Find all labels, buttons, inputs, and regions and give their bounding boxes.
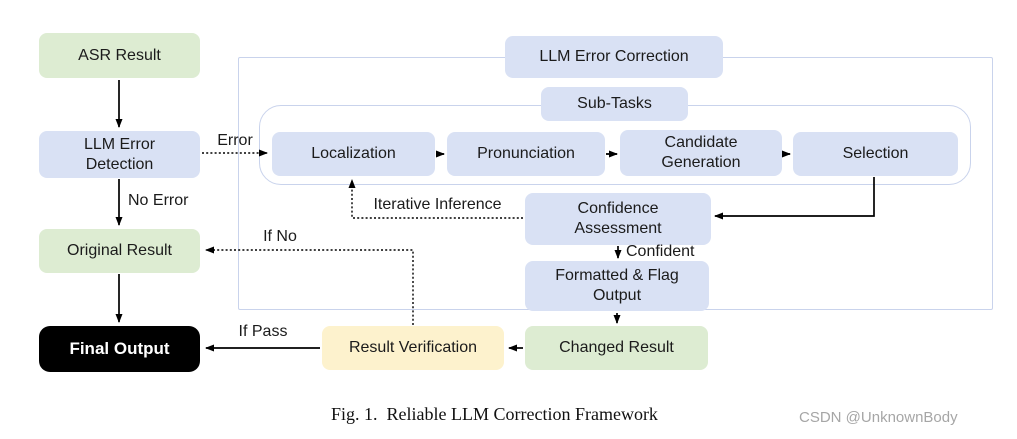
node-changed-result: Changed Result [525,326,708,370]
node-label: Changed Result [559,339,674,357]
node-confidence-assessment: Confidence Assessment [525,193,711,245]
edge-label-if-no: If No [263,228,297,245]
node-label: Selection [842,145,909,163]
node-final-output: Final Output [39,326,200,372]
node-label: Result Verification [348,339,478,357]
node-label: ASR Result [78,46,161,64]
node-label: Confidence Assessment [574,200,662,237]
node-asr-result: ASR Result [39,33,200,78]
figure-caption: Fig. 1. Reliable LLM Correction Framewor… [331,404,658,424]
node-label: Formatted & Flag Output [555,267,679,304]
node-original-result: Original Result [39,229,200,273]
node-label: LLM Error Correction [539,48,689,66]
node-label: Final Output [69,338,170,358]
edge-label-iterative-inference: Iterative Inference [373,196,502,213]
edge-label-no-error: No Error [128,192,189,209]
node-label: Localization [311,145,396,163]
edge-label-error: Error [217,132,253,149]
node-selection: Selection [793,132,958,176]
node-label: LLM Error Detection [83,135,156,173]
edge-label-if-pass: If Pass [238,323,288,340]
node-label: Pronunciation [477,145,575,163]
node-label: Candidate Generation [661,134,741,171]
node-result-verification: Result Verification [322,326,504,370]
node-label: Sub-Tasks [577,95,652,113]
edge-label-confident: Confident [626,243,695,260]
node-sub-tasks: Sub-Tasks [541,87,688,121]
node-formatted-flag-output: Formatted & Flag Output [525,261,709,311]
node-localization: Localization [272,132,435,176]
watermark-text: CSDN @UnknownBody [799,409,958,426]
node-llm-error-detection: LLM Error Detection [39,131,200,178]
node-llm-error-correction: LLM Error Correction [505,36,723,78]
node-candidate-generation: Candidate Generation [620,130,782,176]
node-pronunciation: Pronunciation [447,132,605,176]
node-label: Original Result [67,242,172,260]
